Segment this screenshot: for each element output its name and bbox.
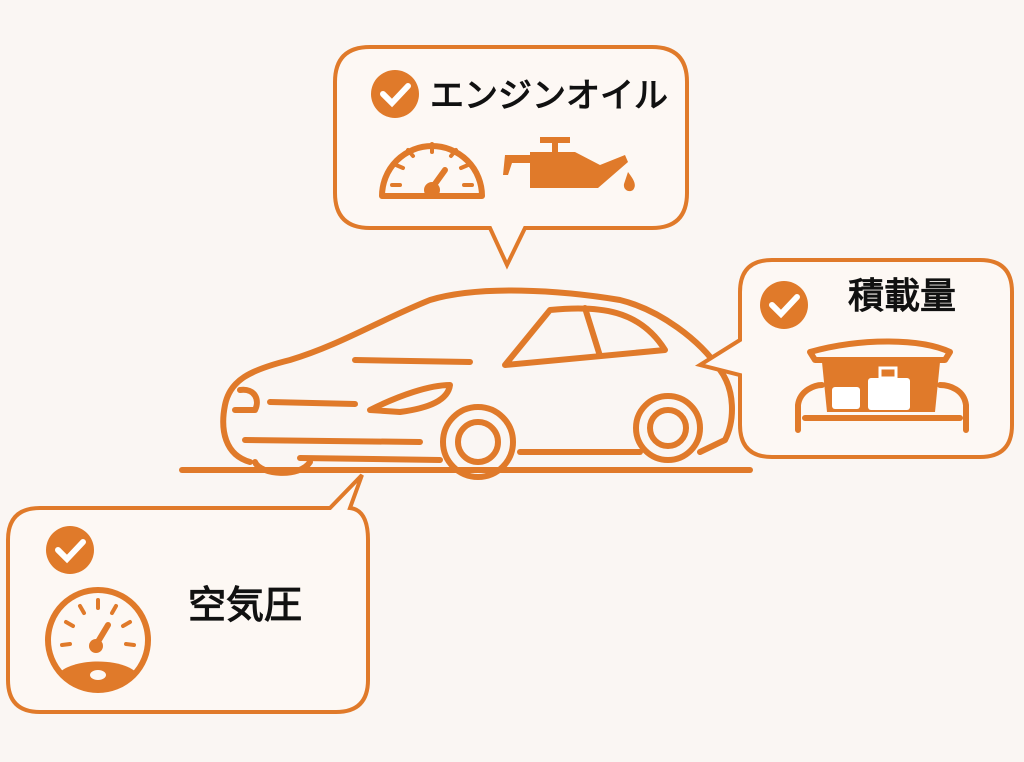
check-circle-icon	[760, 281, 808, 329]
check-circle-icon	[46, 526, 94, 574]
cargo-label: 積載量	[848, 276, 956, 317]
car-illustration	[220, 287, 735, 480]
cargo-callout: 積載量	[694, 258, 1014, 459]
engine-oil-callout: エンジンオイル	[333, 45, 689, 270]
gauge-icon	[379, 142, 485, 199]
tire-pressure-callout: 空気圧	[6, 473, 370, 714]
engine-oil-label: エンジンオイル	[430, 76, 668, 116]
check-circle-icon	[371, 70, 419, 118]
tire-pressure-label: 空気圧	[188, 583, 302, 627]
pressure-gauge-icon	[45, 587, 151, 693]
oil-can-icon	[503, 137, 635, 192]
car-trunk-luggage-icon	[795, 338, 969, 433]
